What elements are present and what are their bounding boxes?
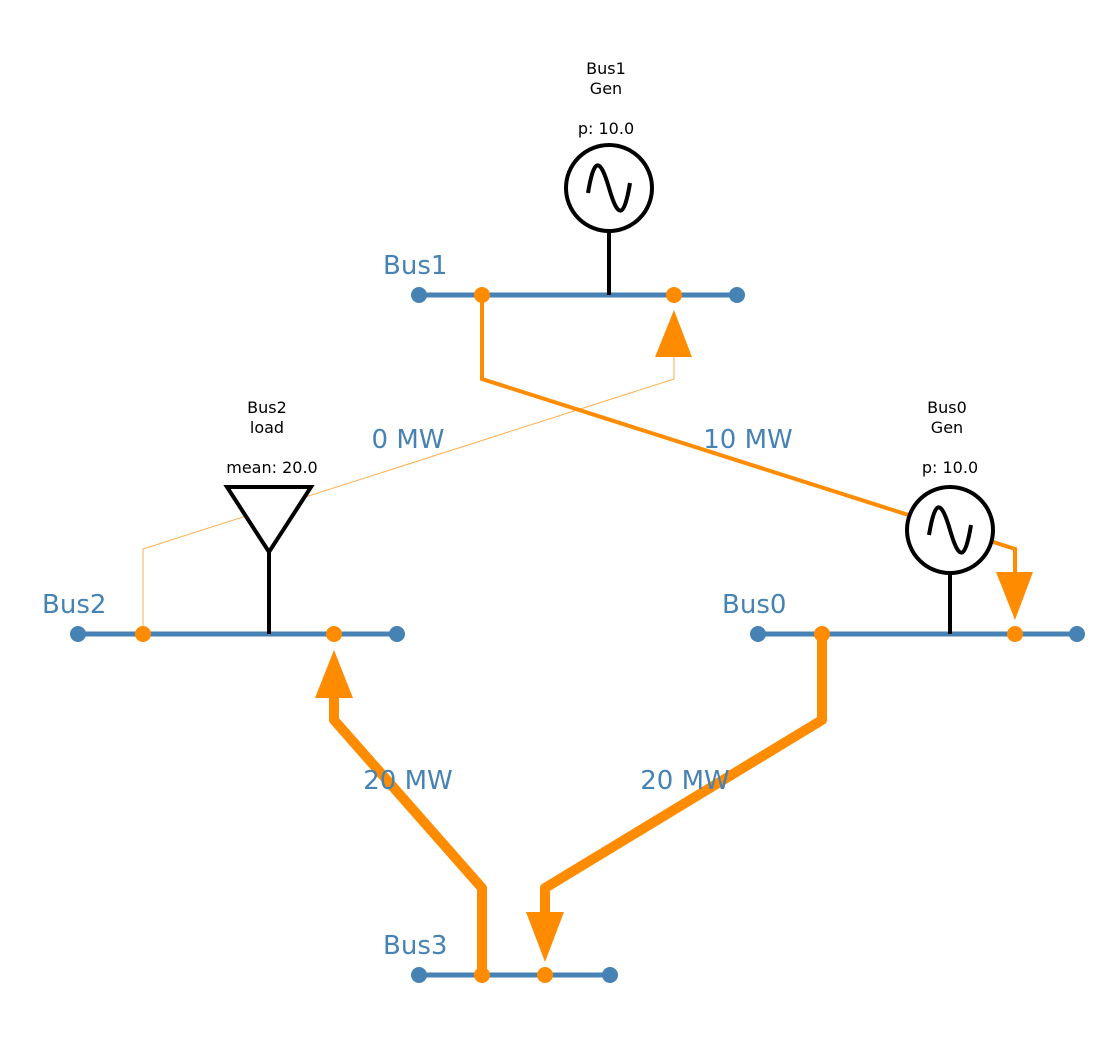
line-connection-node	[326, 626, 342, 642]
line-connection-node	[814, 626, 830, 642]
component-kind: Gen	[590, 79, 622, 98]
bus-bus1[interactable]: Bus1	[383, 251, 745, 303]
bus-label: Bus2	[42, 590, 106, 620]
generator-icon	[905, 485, 995, 575]
component-kind: load	[250, 418, 284, 437]
component-kind: Gen	[931, 418, 963, 437]
bus-bus2[interactable]: Bus2	[42, 590, 405, 642]
load-icon	[223, 485, 315, 556]
component-name: Bus2	[247, 398, 287, 417]
generator-icon	[564, 143, 654, 233]
bus-end-node	[729, 287, 745, 303]
line-connection-node	[666, 287, 682, 303]
component-name: Bus0	[927, 398, 967, 417]
bus-end-node	[70, 626, 86, 642]
bus-label: Bus3	[383, 931, 447, 961]
line-connection-node	[474, 967, 490, 983]
bus-end-node	[411, 287, 427, 303]
flow-label-bus3-bus2: 20 MW	[363, 766, 453, 796]
bus-end-node	[389, 626, 405, 642]
component-name: Bus1	[586, 59, 626, 78]
flow-label-bus0-bus3: 20 MW	[640, 766, 730, 796]
component-value: mean: 20.0	[226, 458, 317, 477]
bus-bus0[interactable]: Bus0	[722, 590, 1085, 642]
component-value: p: 10.0	[922, 458, 978, 477]
flow-arrow-icon	[526, 912, 564, 962]
component-value: p: 10.0	[578, 119, 634, 138]
flow-label-bus1-bus0: 10 MW	[703, 425, 793, 455]
flow-arrow-icon	[655, 310, 692, 357]
bus-end-node	[602, 967, 618, 983]
bus-label: Bus0	[722, 590, 786, 620]
bus-end-node	[411, 967, 427, 983]
generator-bus1[interactable]: Bus1 Gen p: 10.0	[564, 59, 654, 295]
line-connection-node	[135, 626, 151, 642]
line-connection-node	[1007, 626, 1023, 642]
flow-label-bus2-bus1: 0 MW	[372, 425, 445, 455]
bus-label: Bus1	[383, 251, 447, 281]
bus-end-node	[1069, 626, 1085, 642]
bus-bus3[interactable]: Bus3	[383, 931, 618, 983]
flow-line-bus0-bus3	[526, 634, 827, 962]
bus-end-node	[750, 626, 766, 642]
flow-arrow-icon	[315, 650, 353, 698]
line-connection-node	[474, 287, 490, 303]
line-connection-node	[537, 967, 553, 983]
load-bus2[interactable]: Bus2 load mean: 20.0	[223, 398, 318, 634]
generator-bus0[interactable]: Bus0 Gen p: 10.0	[905, 398, 995, 634]
flow-arrow-icon	[996, 572, 1033, 620]
flow-line-bus1-bus0	[480, 295, 1033, 620]
flow-line-bus3-bus2	[315, 650, 487, 975]
flow-line-bus2-bus1	[142, 310, 692, 634]
